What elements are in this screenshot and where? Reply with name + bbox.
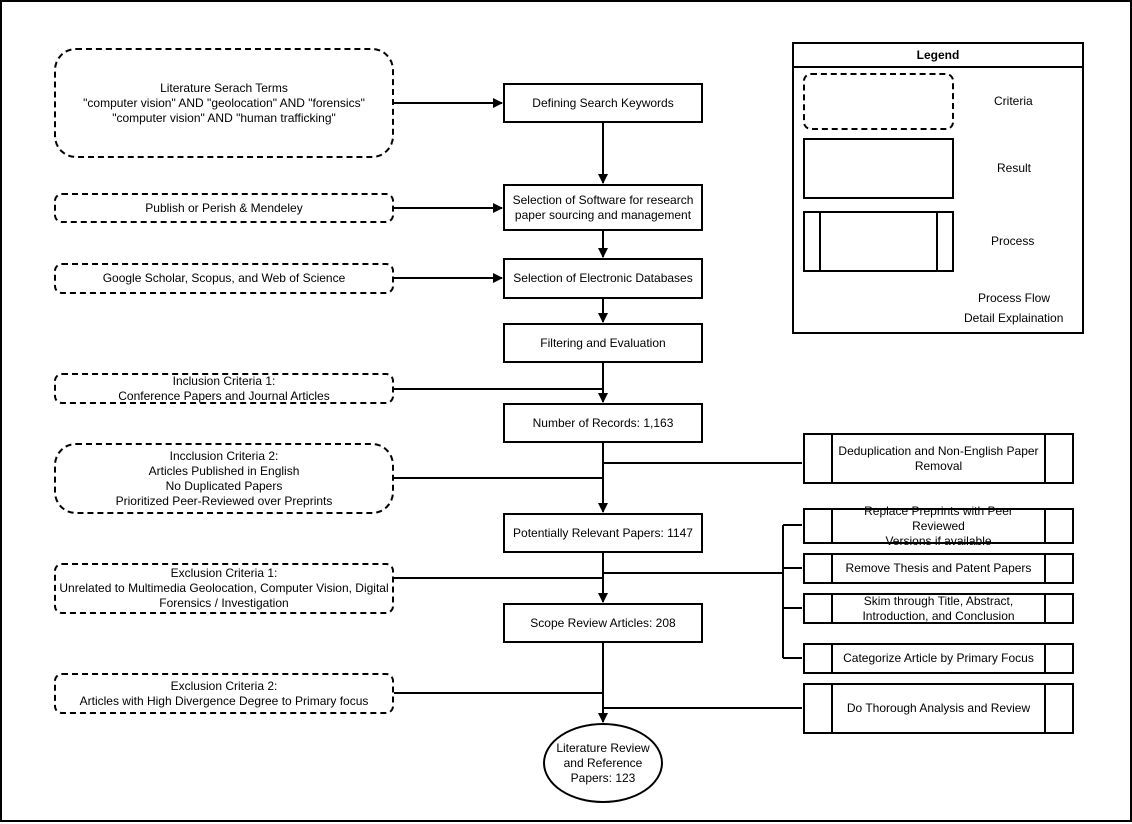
criteria-inclusion-1: Inclusion Criteria 1: Conference Papers … [54,373,394,404]
result-potentially-relevant: Potentially Relevant Papers: 1147 [503,513,703,553]
process-remove-thesis-label: Remove Thesis and Patent Papers [845,561,1032,575]
criteria-exclusion-2: Exclusion Criteria 2: Articles with High… [54,673,394,714]
result-defining-keywords: Defining Search Keywords [503,83,703,123]
criteria-exclusion-1: Exclusion Criteria 1: Unrelated to Multi… [54,563,394,614]
result-scope-review: Scope Review Articles: 208 [503,603,703,643]
criteria-databases: Google Scholar, Scopus, and Web of Scien… [54,263,394,294]
process-skim: Skim through Title, Abstract, Introducti… [803,593,1074,624]
legend-result-label: Result [997,161,1032,175]
process-skim-label: Skim through Title, Abstract, Introducti… [862,593,1015,623]
process-categorize-label: Categorize Article by Primary Focus [843,651,1034,665]
process-deduplication: Deduplication and Non-English Paper Remo… [803,433,1074,484]
result-final-papers: Literature Review and Reference Papers: … [543,723,663,803]
process-thorough-analysis: Do Thorough Analysis and Review [803,683,1074,734]
legend-detail-label: Detail Explaination [964,311,1064,325]
process-replace-preprints-label: Replace Preprints with Peer Reviewed Ver… [864,503,1013,548]
legend-result-sample [803,138,954,199]
legend-title: Legend [794,44,1082,68]
legend-criteria-sample [803,73,954,130]
process-remove-thesis: Remove Thesis and Patent Papers [803,553,1074,584]
result-software-selection: Selection of Software for research paper… [503,184,703,231]
legend-process-sample [803,211,954,272]
criteria-software: Publish or Perish & Mendeley [54,193,394,223]
result-database-selection: Selection of Electronic Databases [503,258,703,299]
legend-criteria-label: Criteria [994,94,1033,108]
result-number-of-records: Number of Records: 1,163 [503,403,703,443]
process-thorough-analysis-label: Do Thorough Analysis and Review [846,701,1031,715]
criteria-search-terms: Literature Serach Terms "computer vision… [54,48,394,158]
legend-process-label: Process [991,234,1035,248]
process-categorize: Categorize Article by Primary Focus [803,643,1074,674]
process-replace-preprints: Replace Preprints with Peer Reviewed Ver… [803,504,1074,548]
result-filtering-evaluation: Filtering and Evaluation [503,323,703,363]
legend-process-flow-label: Process Flow [978,291,1051,305]
process-deduplication-label: Deduplication and Non-English Paper Remo… [838,443,1039,473]
criteria-inclusion-2: Incclusion Criteria 2: Articles Publishe… [54,443,394,514]
